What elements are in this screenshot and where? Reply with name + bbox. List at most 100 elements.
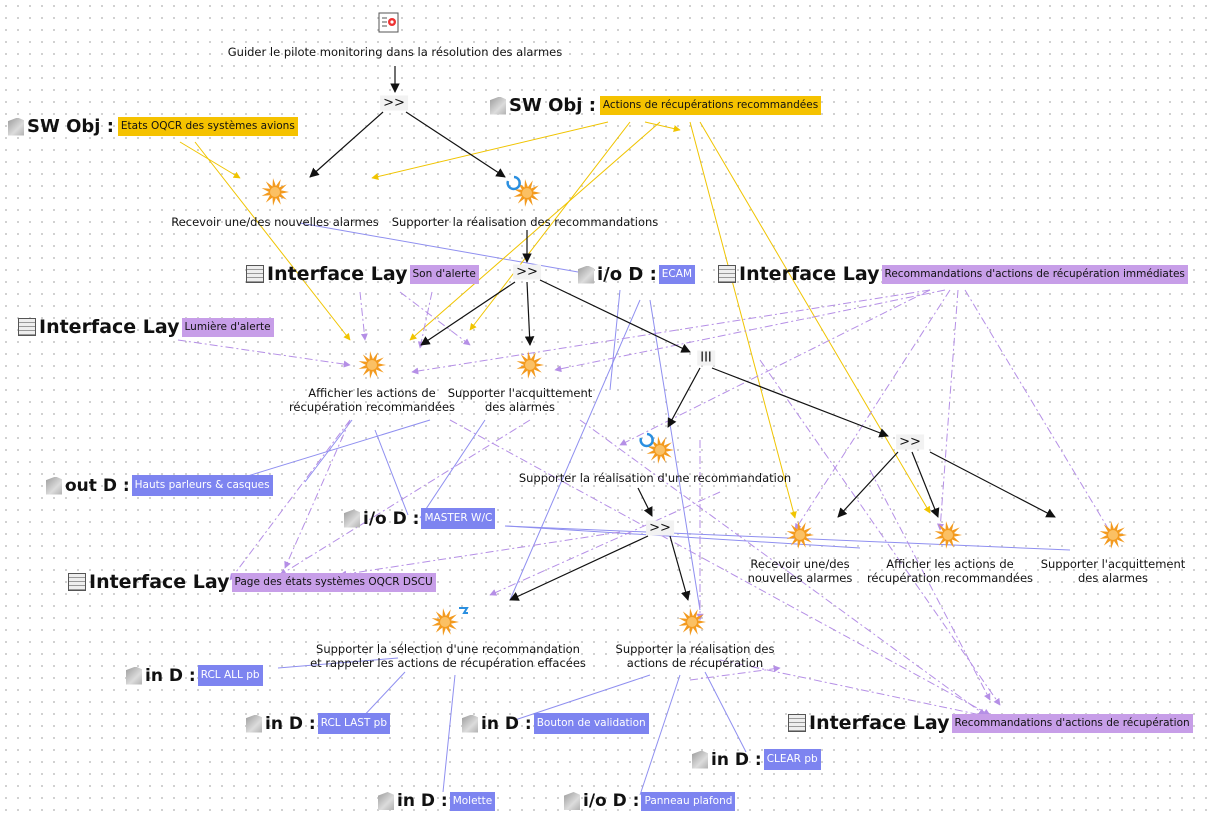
software-object-icon xyxy=(490,96,506,115)
software-link xyxy=(194,141,351,341)
object-kind: SW Obj : xyxy=(27,116,114,137)
task-2-icon[interactable] xyxy=(506,175,541,207)
device-icon xyxy=(462,714,478,733)
interface-link xyxy=(411,289,931,375)
task-label-t2: Supporter la réalisation des recommandat… xyxy=(391,215,659,229)
interface-layer-icon xyxy=(18,318,36,336)
task-8-icon[interactable] xyxy=(1099,521,1127,549)
task-root-icon xyxy=(378,12,399,33)
software-link xyxy=(371,121,609,180)
object-kind: in D : xyxy=(265,713,316,734)
hierarchy-edge xyxy=(309,111,384,178)
object-kind: in D : xyxy=(397,791,448,811)
software-link xyxy=(699,121,931,514)
interface-link xyxy=(869,469,991,701)
object-kind: Interface Lay xyxy=(739,263,880,285)
object-io-master-wc[interactable]: i/o D : MASTER W/C xyxy=(344,508,496,529)
object-in-rcl-last[interactable]: in D : RCL LAST pb xyxy=(246,713,390,734)
operator-enabling-2[interactable]: >> xyxy=(513,264,541,280)
root-task-label: Guider le pilote monitoring dans la réso… xyxy=(227,45,563,59)
object-kind: in D : xyxy=(145,665,196,686)
object-io-panneau-plafond[interactable]: i/o D : Panneau plafond xyxy=(564,791,736,811)
task-label-t4-line1: Supporter l'acquittement xyxy=(447,386,593,400)
device-link xyxy=(442,674,456,793)
object-sw-etats-oqcr[interactable]: SW Obj : Etats OQCR des systèmes avions xyxy=(8,116,298,137)
device-link xyxy=(514,674,651,721)
task-label-t5: Supporter la réalisation d'une recommand… xyxy=(518,471,792,485)
task-label-t6: Recevoir une/des nouvelles alarmes xyxy=(748,557,853,585)
task-7-icon[interactable] xyxy=(934,521,962,549)
device-link xyxy=(704,671,747,753)
object-kind: in D : xyxy=(481,713,532,734)
interface-link xyxy=(554,289,946,373)
object-ui-recommandations-immediates[interactable]: Interface Lay Recommandations d'actions … xyxy=(718,263,1188,285)
device-link xyxy=(419,419,486,519)
device-icon xyxy=(692,750,708,769)
object-kind: Interface Lay xyxy=(39,316,180,338)
hierarchy-edge xyxy=(911,451,940,518)
object-value: Page des états systèmes OQCR DSCU xyxy=(231,572,436,592)
device-icon xyxy=(246,714,262,733)
device-icon xyxy=(578,265,594,284)
iteration-icon xyxy=(639,432,654,448)
device-icon xyxy=(46,476,62,495)
device-link xyxy=(359,671,406,721)
object-in-bouton-validation[interactable]: in D : Bouton de validation xyxy=(462,713,649,734)
object-kind: out D : xyxy=(65,475,130,496)
object-in-rcl-all[interactable]: in D : RCL ALL pb xyxy=(126,665,263,686)
device-link xyxy=(504,525,1071,551)
object-ui-son-alerte[interactable]: Interface Lay Son d'alerte xyxy=(246,263,479,285)
object-kind: Interface Lay xyxy=(89,571,230,593)
task-6-icon[interactable] xyxy=(786,521,814,549)
object-out-hauts-parleurs[interactable]: out D : Hauts parleurs & casques xyxy=(46,475,273,496)
device-link xyxy=(374,429,409,516)
task-label-t8: Supporter l'acquittement des alarmes xyxy=(1041,557,1186,585)
task-9-icon[interactable] xyxy=(431,607,469,636)
interface-link xyxy=(449,419,991,716)
object-ui-lumiere-alerte[interactable]: Interface Lay Lumière d'alerte xyxy=(18,316,274,338)
task-icon-core xyxy=(655,445,665,455)
operator-concurrent[interactable]: III xyxy=(697,350,715,366)
operator-enabling-3[interactable]: >> xyxy=(896,434,924,450)
task-label-t6-line1: Recevoir une/des xyxy=(750,557,850,571)
hierarchy-edge xyxy=(669,535,691,601)
operator-enabling-4[interactable]: >> xyxy=(646,520,674,536)
task-1-icon[interactable] xyxy=(261,178,289,206)
interface-layer-icon xyxy=(68,573,86,591)
hierarchy-edge xyxy=(539,279,691,353)
task-3-icon[interactable] xyxy=(358,351,386,379)
device-link xyxy=(299,222,579,273)
task-label-t7: Afficher les actions de récupération rec… xyxy=(867,557,1033,585)
object-io-ecam[interactable]: i/o D : ECAM xyxy=(578,264,696,285)
task-label-t8-line2: des alarmes xyxy=(1077,571,1149,585)
device-link xyxy=(277,657,399,669)
device-link xyxy=(639,674,681,796)
object-in-molette[interactable]: in D : Molette xyxy=(378,791,496,811)
task-4-icon[interactable] xyxy=(516,351,544,379)
task-label-t3-line1: Afficher les actions de xyxy=(308,386,436,400)
task-icon-core xyxy=(522,188,532,198)
operator-enabling-1[interactable]: >> xyxy=(380,95,408,111)
object-in-clear[interactable]: in D : CLEAR pb xyxy=(692,749,821,770)
task-label-t1: Recevoir une/des nouvelles alarmes xyxy=(171,215,379,229)
software-link xyxy=(689,121,797,519)
object-value: RCL ALL pb xyxy=(197,665,263,686)
task-5-icon[interactable] xyxy=(639,432,674,464)
software-link xyxy=(644,121,681,133)
task-10-icon[interactable] xyxy=(678,608,706,636)
object-value: Etats OQCR des systèmes avions xyxy=(117,117,298,136)
object-ui-page-etats-dscu[interactable]: Interface Lay Page des états systèmes OQ… xyxy=(68,571,436,593)
object-value: Panneau plafond xyxy=(641,791,736,811)
hierarchy-edge xyxy=(524,281,535,346)
object-value: Son d'alerte xyxy=(409,264,479,284)
task-label-t9-line2: et rappeler les actions de récupération … xyxy=(310,656,586,670)
device-link xyxy=(504,525,861,549)
object-kind: i/o D : xyxy=(597,264,657,285)
object-ui-recommandations[interactable]: Interface Lay Recommandations d'actions … xyxy=(788,712,1193,734)
device-icon xyxy=(344,509,360,528)
device-link xyxy=(227,419,431,483)
software-link xyxy=(469,121,631,331)
hierarchy-edge xyxy=(420,281,516,346)
interface-link xyxy=(339,531,621,578)
object-sw-actions-recommandees[interactable]: SW Obj : Actions de récupérations recomm… xyxy=(490,95,822,116)
